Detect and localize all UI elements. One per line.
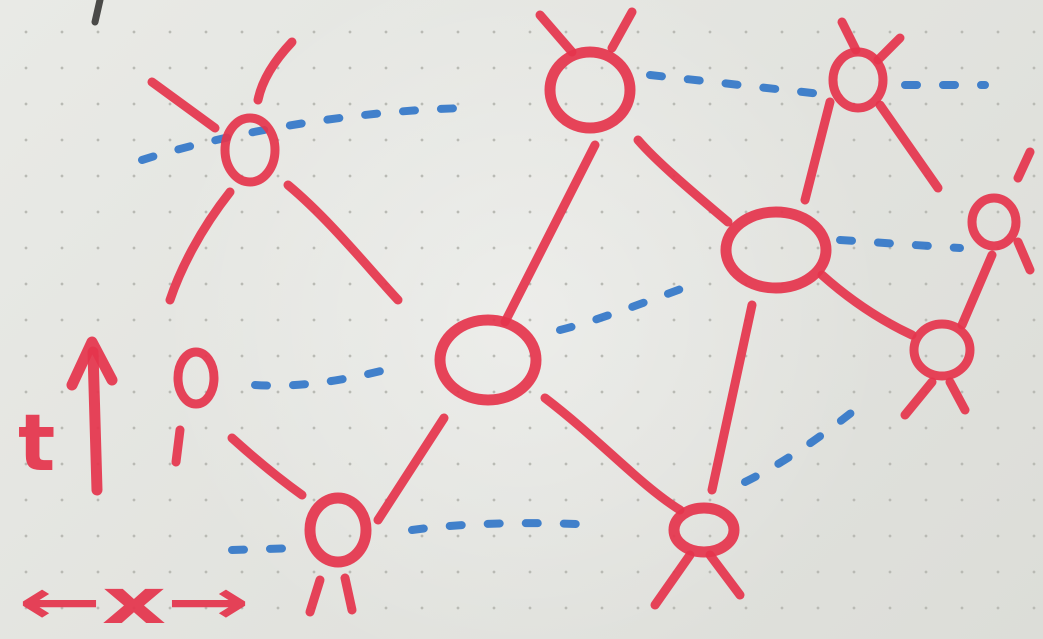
event-node-n8 <box>650 502 745 610</box>
event-node-n5 <box>434 314 542 406</box>
event-node-n7 <box>173 347 219 409</box>
edge-n1-left <box>165 187 235 305</box>
edge-n4-left <box>227 433 307 500</box>
time-slice-bottom <box>408 519 604 534</box>
edge-n3-right <box>875 100 943 193</box>
pen-mark <box>91 0 104 26</box>
time-slice-bottom-left <box>228 544 304 554</box>
event-node-n2 <box>535 7 637 134</box>
event-node-n1 <box>147 37 297 187</box>
time-slice-top <box>138 104 474 164</box>
edge-n5-n4 <box>373 413 449 525</box>
edge-n5-n2 <box>500 140 600 327</box>
edge-n7-stub <box>171 425 185 467</box>
time-slice-mid-upper <box>556 278 704 334</box>
event-node-n3 <box>828 17 905 113</box>
worldlines <box>165 97 997 525</box>
time-axis-arrowhead <box>66 336 118 391</box>
event-node-n9 <box>967 147 1035 275</box>
events <box>147 7 1035 617</box>
event-node-n6 <box>720 206 832 294</box>
edge-n6-n2 <box>633 135 733 227</box>
edge-n1-right <box>283 180 403 305</box>
time-slice-middle <box>251 366 389 390</box>
time-axis: t <box>18 336 118 496</box>
time-slices <box>138 71 989 554</box>
event-node-n4 <box>304 492 372 617</box>
edge-n9-n10 <box>957 250 997 330</box>
edge-n5-n8 <box>540 393 685 515</box>
time-slice-lower-right <box>741 394 874 486</box>
time-axis-label: t <box>18 399 55 489</box>
time-slice-top-right <box>646 71 834 99</box>
time-axis-arrow <box>87 346 103 496</box>
edge-n6-n3 <box>800 97 835 205</box>
space-axis-label: ←x→ <box>18 565 250 638</box>
event-node-n10 <box>900 319 975 420</box>
edge-n6-n10 <box>817 270 917 340</box>
time-slice-mid-right <box>836 236 964 252</box>
space-axis: ←x→ <box>18 565 250 638</box>
edge-n6-n8 <box>707 300 757 495</box>
